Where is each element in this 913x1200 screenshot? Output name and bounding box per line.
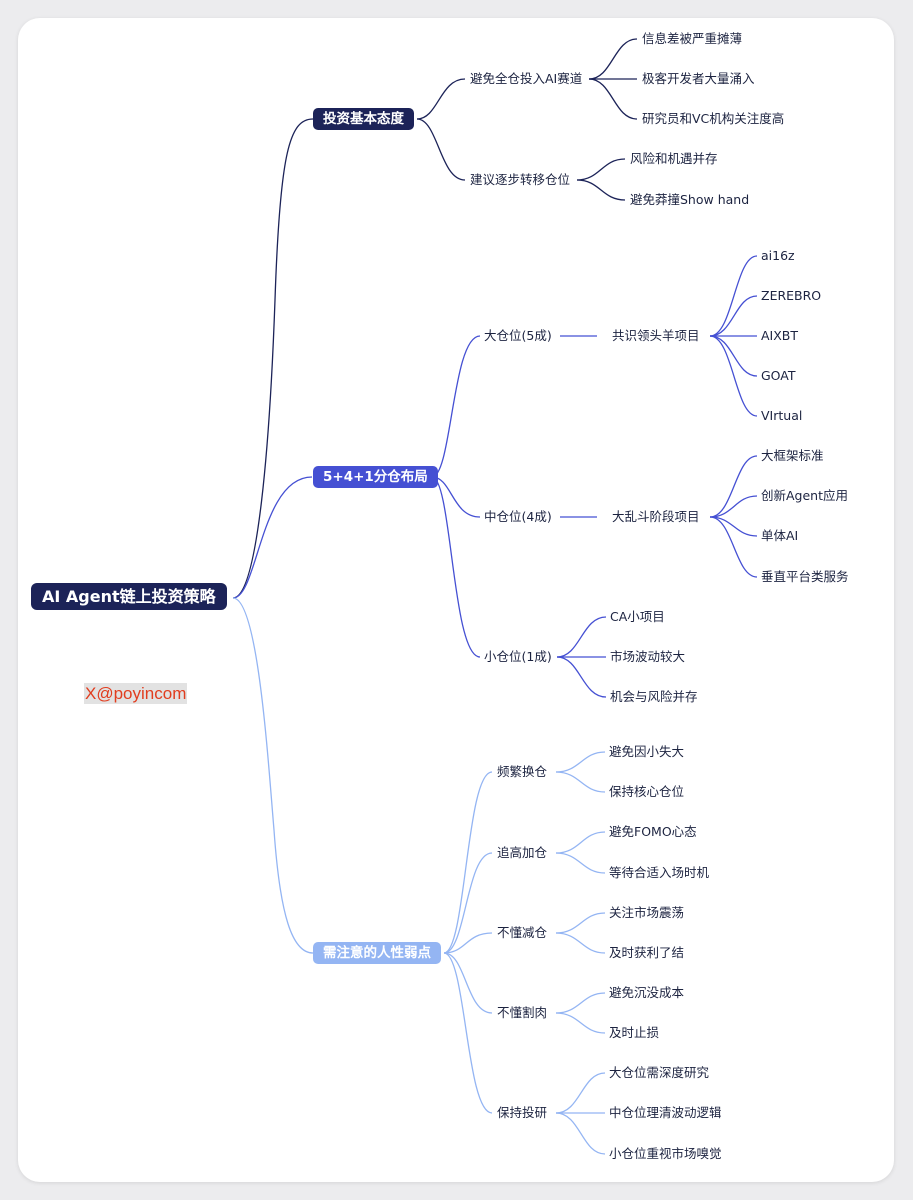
leaf-node[interactable]: 等待合适入场时机 [609, 865, 710, 880]
branch-investment-attitude[interactable]: 投资基本态度 [313, 108, 414, 130]
leaf-node[interactable]: 小仓位重视市场嗅觉 [609, 1146, 722, 1161]
connector-line [709, 295, 758, 337]
connector-line [443, 952, 493, 1014]
leaf-node[interactable]: 中仓位理清波动逻辑 [609, 1105, 722, 1120]
leaf-node[interactable]: 极客开发者大量涌入 [642, 71, 755, 86]
branch-human-weakness[interactable]: 需注意的人性弱点 [313, 942, 441, 964]
sub-topic-node[interactable]: 共识领头羊项目 [612, 328, 700, 343]
leaf-node[interactable]: 单体AI [761, 528, 799, 543]
branch-position-layout[interactable]: 5+4+1分仓布局 [313, 466, 438, 488]
connector-line [443, 852, 493, 954]
leaf-node[interactable]: CA小项目 [610, 609, 665, 624]
connector-line [709, 516, 758, 537]
connector-line [443, 952, 493, 1114]
connector-line [576, 158, 626, 181]
topic-node[interactable]: 不懂割肉 [497, 1005, 548, 1020]
connector-line [709, 335, 758, 417]
connector-line [709, 455, 758, 518]
connector-line [555, 912, 606, 934]
leaf-node[interactable]: 及时获利了结 [609, 945, 685, 960]
leaf-node[interactable]: 创新Agent应用 [761, 488, 848, 503]
connector-line [588, 78, 638, 120]
connector-line [443, 771, 493, 954]
connector-line [709, 255, 758, 337]
connector-line [555, 992, 606, 1014]
leaf-node[interactable]: 机会与风险并存 [610, 689, 698, 704]
connector-line [431, 476, 481, 518]
topic-node[interactable]: 大仓位(5成) [484, 328, 552, 343]
topic-node[interactable]: 中仓位(4成) [484, 509, 552, 524]
connector-line [555, 1112, 606, 1155]
connector-line [431, 335, 481, 478]
leaf-node[interactable]: 关注市场震荡 [609, 905, 685, 920]
leaf-node[interactable]: 避免沉没成本 [609, 985, 685, 1000]
leaf-node[interactable]: AIXBT [761, 328, 799, 343]
leaf-node[interactable]: GOAT [761, 368, 796, 383]
leaf-node[interactable]: 垂直平台类服务 [761, 569, 849, 584]
leaf-node[interactable]: VIrtual [761, 408, 803, 423]
connector-line [555, 1072, 606, 1114]
connector-line [232, 476, 313, 599]
connector-line [555, 751, 606, 773]
connector-line [556, 656, 607, 698]
connector-line [416, 118, 466, 181]
connector-line [555, 932, 606, 954]
leaf-node[interactable]: 大框架标准 [761, 448, 824, 463]
connector-line [576, 179, 626, 201]
connector-line [588, 38, 638, 80]
leaf-node[interactable]: ai16z [761, 248, 795, 263]
sub-topic-node[interactable]: 大乱斗阶段项目 [612, 509, 700, 524]
leaf-node[interactable]: 避免莽撞Show hand [630, 192, 750, 207]
leaf-node[interactable]: 避免因小失大 [609, 744, 685, 759]
leaf-node[interactable]: 保持核心仓位 [609, 784, 685, 799]
topic-node[interactable]: 频繁换仓 [497, 764, 548, 779]
leaf-node[interactable]: 及时止损 [609, 1025, 660, 1040]
leaf-node[interactable]: ZEREBRO [761, 288, 822, 303]
topic-node[interactable]: 保持投研 [497, 1105, 548, 1120]
leaf-node[interactable]: 市场波动较大 [610, 649, 686, 664]
connector-line [709, 516, 758, 578]
connector-line [431, 476, 481, 658]
root-node[interactable]: AI Agent链上投资策略 [31, 583, 227, 610]
connector-line [555, 771, 606, 793]
leaf-node[interactable]: 信息差被严重摊薄 [642, 31, 743, 46]
connector-line [555, 852, 606, 874]
connector-line [555, 831, 606, 854]
topic-node[interactable]: 避免全仓投入AI赛道 [470, 71, 583, 86]
connector-line [709, 495, 758, 518]
connector-line [555, 1012, 606, 1034]
leaf-node[interactable]: 风险和机遇并存 [630, 151, 718, 166]
connector-line [709, 335, 758, 377]
topic-node[interactable]: 追高加仓 [497, 845, 548, 860]
leaf-node[interactable]: 避免FOMO心态 [609, 824, 697, 839]
connector-line [416, 78, 466, 120]
connector-line [232, 118, 314, 599]
connector-line [556, 616, 607, 658]
topic-node[interactable]: 建议逐步转移仓位 [470, 172, 571, 187]
connector-line [443, 932, 493, 954]
watermark: X@poyincom [84, 683, 188, 704]
leaf-node[interactable]: 研究员和VC机构关注度高 [642, 111, 785, 126]
connector-line [232, 597, 314, 954]
topic-node[interactable]: 小仓位(1成) [484, 649, 552, 664]
leaf-node[interactable]: 大仓位需深度研究 [609, 1065, 710, 1080]
topic-node[interactable]: 不懂减仓 [497, 925, 548, 940]
